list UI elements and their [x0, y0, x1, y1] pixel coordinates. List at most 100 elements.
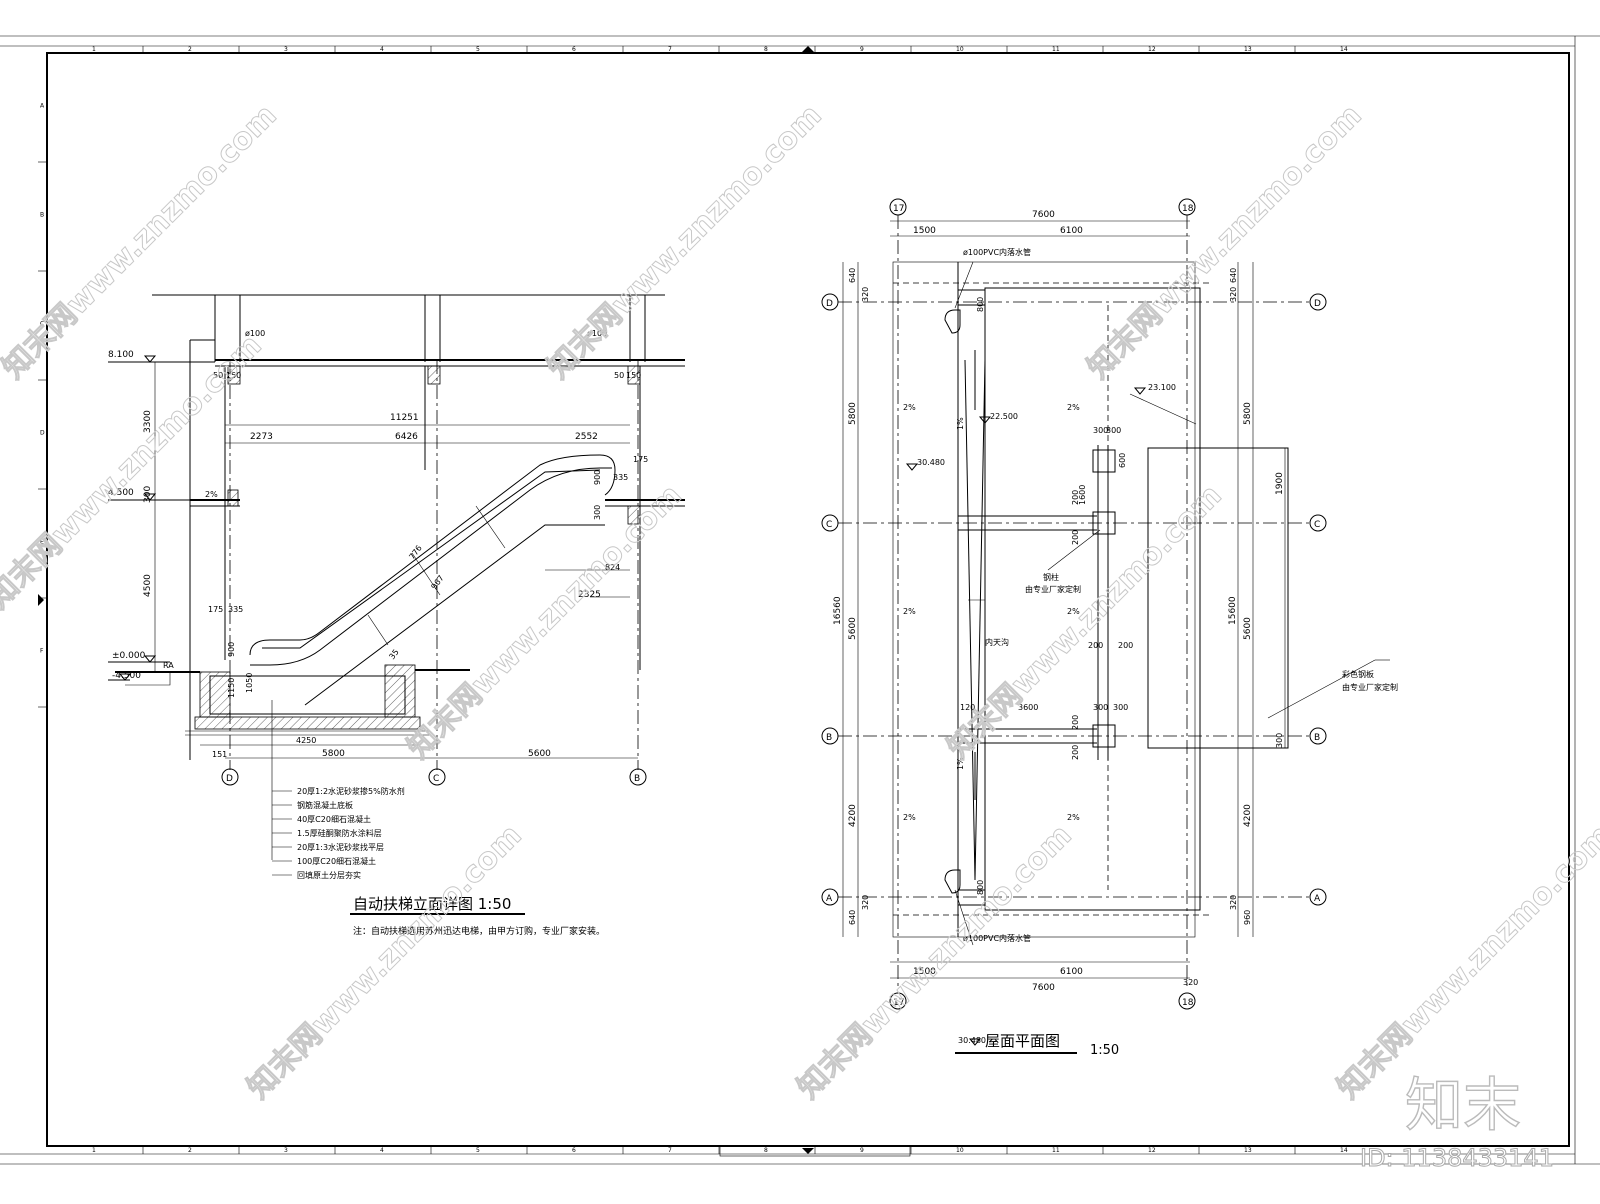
column-number-bottom: 4	[380, 1147, 384, 1154]
watermark-6: 知末网www.znzmo.com	[941, 478, 1229, 766]
column-number-top: 9	[860, 46, 864, 53]
gutter-label: 内天沟	[985, 637, 1009, 647]
slope-6: 1%	[956, 757, 965, 770]
axis-d-right: D	[1314, 299, 1321, 309]
column-number-top: 5	[476, 46, 480, 53]
sd-200e: 200	[1071, 745, 1080, 760]
column-number-bottom: 6	[572, 1147, 576, 1154]
dim-left-175: 175	[208, 605, 223, 614]
vdim-1150: 1150	[227, 678, 236, 698]
rdim-640: 640	[1229, 268, 1238, 283]
layer-1: 20厚1:2水泥砂浆掺5%防水剂	[297, 786, 405, 796]
watermark-id: ID: 1138433141	[1360, 1144, 1554, 1172]
sd-600: 600	[1118, 453, 1127, 468]
rdim-total: 15600	[1228, 596, 1238, 625]
axis-b-left: B	[826, 733, 832, 743]
axis-b-elev: B	[634, 774, 640, 784]
layer-2: 钢筋混凝土底板	[297, 800, 353, 810]
sd-800a: 800	[976, 297, 985, 312]
vdim-900: 900	[227, 642, 236, 657]
dim-top-6100: 6100	[1060, 226, 1083, 236]
incline-35: 35	[387, 648, 400, 662]
column-number-bottom: 14	[1340, 1147, 1348, 1154]
dim-right-900: 900	[593, 470, 602, 485]
steel-col-2: 由专业厂家定制	[1025, 584, 1081, 594]
dim-bottom-5800: 5800	[322, 749, 345, 759]
level-23100: 23.100	[1148, 383, 1176, 392]
slope-3: 2%	[1067, 403, 1080, 412]
incline-776: 776	[407, 544, 423, 562]
ra-label: RA	[163, 661, 174, 670]
vdim-4500: 4500	[143, 574, 153, 597]
column-number-top: 11	[1052, 46, 1060, 53]
elevation-title: 自动扶梯立面详图 1:50	[353, 895, 511, 913]
watermark-logo: 知末	[1405, 1071, 1521, 1139]
watermark-4: 知末网www.znzmo.com	[0, 328, 269, 616]
rdim-1900: 1900	[1275, 472, 1285, 495]
column-number-bottom: 1	[92, 1147, 96, 1154]
column-number-top: 12	[1148, 46, 1156, 53]
axis-17-top: 17	[893, 204, 904, 214]
sd-1600: 1600	[1078, 485, 1087, 505]
sd-300a: 300	[1093, 426, 1108, 435]
column-number-top: 3	[284, 46, 288, 53]
dim-right-175: 175	[633, 455, 648, 464]
layer-6: 100厚C20细石混凝土	[297, 856, 376, 866]
pipe-bottom-label: ø100PVC内落水管	[963, 933, 1031, 943]
column-number-top: 8	[764, 46, 768, 53]
dim-bot-total: 7600	[1032, 983, 1055, 993]
axis-c-elev: C	[433, 774, 439, 784]
sd-200b: 200	[1088, 641, 1103, 650]
ldim-5600: 5600	[848, 617, 858, 640]
dim-top-3: 2552	[575, 432, 598, 442]
sd-300b: 300	[1106, 426, 1121, 435]
roofplan-scale: 1:50	[1090, 1043, 1119, 1058]
ldim-320b: 320	[861, 895, 870, 910]
level-22500: 22.500	[990, 412, 1018, 421]
axis-d-left: D	[826, 299, 833, 309]
column-number-top: 10	[956, 46, 964, 53]
sd-3600: 3600	[1018, 703, 1038, 712]
vdim-1050: 1050	[245, 673, 254, 693]
sd-200a: 200	[1071, 530, 1080, 545]
layer-4: 1.5厚硅酮聚防水涂料层	[297, 828, 382, 838]
ldim-5800: 5800	[848, 402, 858, 425]
title-level: 30.480	[958, 1036, 986, 1045]
dim-top-1500: 1500	[913, 226, 936, 236]
sd-200f: 200	[1071, 490, 1080, 505]
watermark-9: 知末网www.znzmo.com	[1331, 818, 1600, 1106]
roofplan-text: 17 18 17 18 D C B A D C B A 7600 1500 61…	[826, 204, 1398, 1058]
dim-150-right: 150	[626, 371, 641, 380]
pipe-label-left: ø100	[245, 329, 265, 338]
rdim-5600: 5600	[1243, 617, 1253, 640]
dim-bottom-5600: 5600	[528, 749, 551, 759]
dim-bot-320: 320	[1183, 978, 1198, 987]
dim-right-824: 824	[605, 563, 620, 572]
slope-5: 2%	[1067, 607, 1080, 616]
axis-18-top: 18	[1182, 204, 1194, 214]
sheet-frame	[0, 35, 1600, 1165]
level-0000: ±0.000	[112, 651, 146, 661]
rdim-300: 300	[1275, 733, 1284, 748]
ldim-total: 16560	[833, 596, 843, 625]
axis-c-right: C	[1314, 520, 1320, 530]
dim-top-total: 7600	[1032, 210, 1055, 220]
ldim-640: 640	[848, 268, 857, 283]
dim-right-300: 300	[593, 505, 602, 520]
incline-967: 967	[429, 574, 445, 592]
layer-7: 回填原土分层夯实	[297, 870, 361, 880]
dim-bot-1500: 1500	[913, 967, 936, 977]
dim-overall: 11251	[390, 413, 419, 423]
watermark-3: 知末网www.znzmo.com	[1081, 98, 1369, 386]
rdim-960: 960	[1243, 910, 1252, 925]
pipe-top-label: ø100PVC内落水管	[963, 247, 1031, 257]
column-number-bottom: 2	[188, 1147, 192, 1154]
vdim-3300: 3300	[143, 410, 153, 433]
column-number-top: 1	[92, 46, 96, 53]
vdim-300: 300	[143, 486, 153, 503]
column-number-bottom: 8	[764, 1147, 768, 1154]
sd-300c: 300	[1093, 703, 1108, 712]
slope-2: 1%	[956, 417, 965, 430]
row-letter: F	[40, 648, 44, 655]
rdim-4200: 4200	[1243, 804, 1253, 827]
